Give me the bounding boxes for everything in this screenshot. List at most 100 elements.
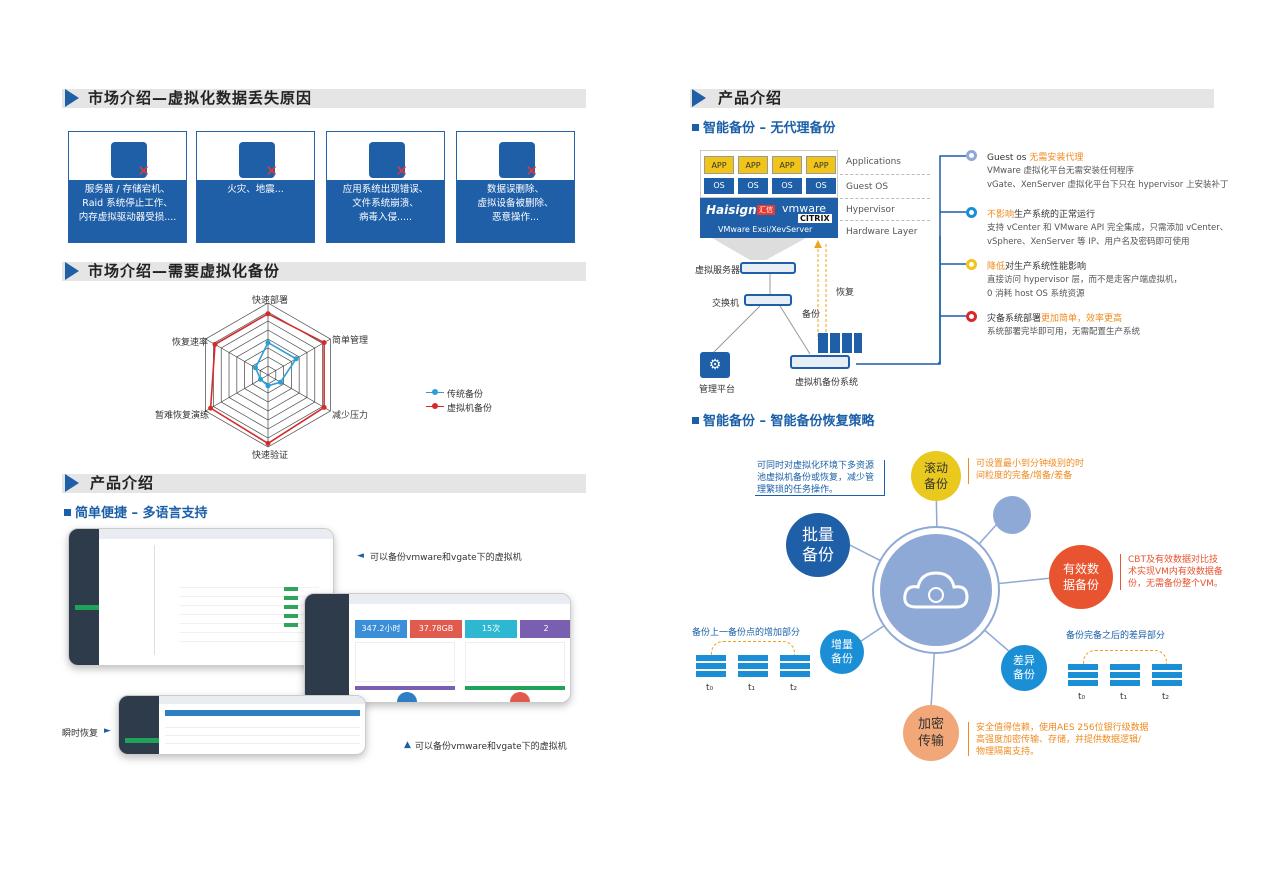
reason-card: ✕服务器 / 存储宕机、Raid 系统停止工作、内存虚拟驱动器受损....	[68, 131, 187, 243]
legend-label: 传统备份	[447, 390, 484, 400]
feature-title-part: 生产系统的正常运行	[1014, 210, 1096, 220]
feature-title-part: 无需安装代理	[1029, 153, 1084, 163]
rolling-backup-circle: 滚动备份	[911, 451, 961, 501]
feature-title-part: 对生产系统性能影响	[1005, 262, 1087, 272]
note-line: 物理隔离支持。	[976, 747, 1040, 757]
layer-label: Hardware Layer	[846, 227, 918, 237]
rolling-note-bracket	[968, 458, 972, 484]
dashboard-tile: 347.2小时	[355, 620, 407, 638]
section-bar	[62, 89, 586, 108]
radar-point	[212, 341, 218, 347]
note-line: 可同时对虚拟化环境下多资源	[757, 461, 875, 471]
decor-circle	[993, 496, 1031, 534]
reason-card: ✕应用系统出现错误、文件系统崩溃、病毒入侵.....	[326, 131, 445, 243]
reason-card-text: 服务器 / 存储宕机、Raid 系统停止工作、内存虚拟驱动器受损....	[69, 180, 186, 242]
feature-title-part: 更加简单，效率更高	[1041, 314, 1123, 324]
feature-line: 系统部署完毕即可用，无需配置生产系统	[987, 327, 1141, 337]
legend-dot	[432, 389, 438, 395]
feature-title: 灾备系统部署更加简单，效率更高	[987, 311, 1122, 324]
radar-point	[265, 383, 271, 389]
feature-line: vGate、XenServer 虚拟化平台下只在 hypervisor 上安装补…	[987, 180, 1229, 190]
radar-axis-label: 快速验证	[252, 451, 289, 461]
circle-text: 增量	[831, 638, 853, 651]
cloud-sync-icon	[903, 571, 969, 609]
layer-divider	[840, 220, 930, 221]
square-bullet-icon	[64, 509, 71, 516]
square-bullet-icon	[692, 124, 699, 131]
virtual-server-label: 虚拟服务器	[695, 266, 741, 276]
note-line: 安全值得信赖，使用AES 256位银行级数据	[976, 723, 1149, 733]
radar-axis	[205, 374, 269, 412]
os-box: OS	[704, 178, 734, 194]
virtual-server-device	[740, 262, 796, 274]
feature-bullet-icon	[966, 150, 977, 161]
incremental-note: 备份上一备份点的增加部分	[692, 628, 801, 638]
layer-divider	[840, 174, 930, 175]
screenshot-main	[68, 528, 334, 666]
feature-text: 直接访问 hypervisor 层，而不是走客户端虚拟机，0 消耗 host O…	[987, 273, 1182, 301]
radar-axis	[267, 338, 331, 376]
encrypt-circle: 加密传输	[903, 705, 959, 761]
radar-point	[277, 379, 283, 385]
reason-card-text: 数据误删除、虚拟设备被删除、恶意操作...	[457, 180, 574, 242]
reason-line: 火灾、地震...	[227, 184, 284, 195]
sub-title: 智能备份 – 无代理备份	[692, 121, 836, 137]
sub-title: 简单便捷 – 多语言支持	[64, 506, 208, 522]
timeline-label: t₁	[1120, 692, 1128, 702]
feature-title-part: Guest os	[987, 153, 1030, 163]
feature-title-part: 降低	[987, 262, 1006, 272]
section-triangle-icon	[692, 89, 706, 107]
feature-bracket	[938, 155, 966, 364]
circle-text: 传输	[917, 734, 944, 749]
note-line: 份，无需备份整个VM。	[1128, 579, 1223, 589]
circle-text: 有效数	[1062, 562, 1099, 576]
feature-text: 支持 vCenter 和 VMware API 完全集成，只需添加 vCente…	[987, 221, 1228, 249]
layer-label: Guest OS	[846, 182, 889, 192]
reason-line: Raid 系统停止工作、	[82, 198, 173, 209]
reason-line: 虚拟设备被删除、	[477, 198, 554, 209]
radar-point	[258, 376, 264, 382]
circle-text: 备份	[1013, 668, 1035, 681]
circle-text: 备份	[831, 652, 853, 665]
circle-text: 据备份	[1062, 578, 1099, 592]
dashboard-tile: 37.78GB	[410, 620, 462, 638]
radar-axis-label: 快速部署	[252, 296, 289, 306]
brand-badge: 汇信	[757, 205, 775, 215]
section-title: 产品介绍	[90, 474, 155, 492]
layer-label: Applications	[846, 157, 901, 167]
switch-label: 交换机	[712, 299, 740, 309]
reason-line: 应用系统出现错误、	[342, 184, 429, 195]
section-bar	[62, 262, 586, 281]
reason-line: 内存虚拟驱动器受损....	[78, 212, 177, 223]
encrypt-note-bracket	[968, 722, 972, 756]
radar-chart	[205, 302, 331, 448]
reason-line: 文件系统崩溃、	[352, 198, 419, 209]
timeline-label: t₀	[706, 683, 714, 693]
screenshot-restore	[118, 695, 366, 755]
effective-note: CBT及有效数据对比技 术实现VM内有效数据备 份，无需备份整个VM。	[1128, 554, 1223, 590]
rolling-note: 可设置最小到分钟级别的时 间粒度的完备/增备/差备	[976, 458, 1084, 482]
timeline-block	[1068, 664, 1098, 688]
radar-axis-label: 暂难恢复演练	[155, 411, 210, 421]
note-line: 可设置最小到分钟级别的时	[976, 459, 1085, 469]
switch-device	[744, 294, 792, 306]
section-triangle-icon	[65, 89, 79, 107]
note-arrow-icon: ◄	[357, 551, 364, 561]
restore-label: 恢复	[836, 288, 855, 298]
backup-system-device	[790, 355, 850, 369]
data-grid-icon: ✕	[499, 142, 538, 180]
circle-text: 备份	[923, 477, 948, 491]
feature-title-part: 灾备系统部署	[987, 314, 1042, 324]
reason-card-text: 火灾、地震...	[197, 180, 314, 242]
timeline-block	[738, 655, 768, 679]
radar-axis-label: 简单管理	[332, 336, 369, 346]
feature-line: vSphere、XenServer 等 IP、用户名及密码即可使用	[987, 237, 1190, 247]
legend-label: 虚拟机备份	[447, 404, 493, 414]
timeline-block	[696, 655, 726, 679]
note-line: 理繁琐的任务操作。	[757, 485, 839, 495]
reason-card-text: 应用系统出现错误、文件系统崩溃、病毒入侵.....	[327, 180, 444, 242]
radar-point	[265, 311, 271, 317]
sub-title: 智能备份 – 智能备份恢复策略	[692, 414, 875, 430]
